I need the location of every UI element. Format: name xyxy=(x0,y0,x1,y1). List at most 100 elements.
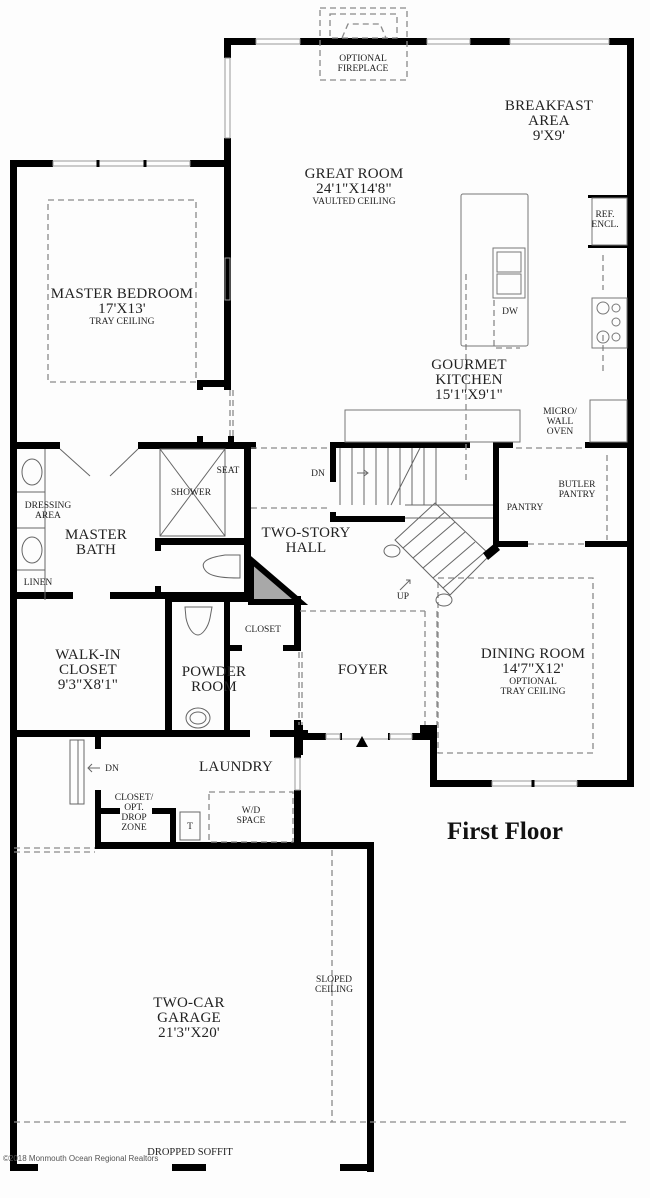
kitchen-fixtures xyxy=(344,193,628,443)
breakfast-area-label: BREAKFAST AREA 9'X9' xyxy=(505,99,593,144)
stairs-up-label: UP xyxy=(397,592,409,602)
great-room-dimensions: 24'1"X14'8" xyxy=(316,181,392,197)
wd-line2: SPACE xyxy=(236,816,266,826)
laundry-name: LAUNDRY xyxy=(199,759,273,775)
drop-line3: DROP xyxy=(121,813,147,823)
garage-label: TWO-CAR GARAGE 21'3"X20' xyxy=(153,996,224,1041)
dressing-line2: AREA xyxy=(35,511,61,521)
dn-text: DN xyxy=(311,469,325,479)
bath-name1: MASTER xyxy=(64,527,128,543)
micro-wall-oven-label: MICRO/ WALL OVEN xyxy=(543,407,577,437)
water-heater-label: T xyxy=(187,822,193,832)
stairs-down-label: DN xyxy=(311,469,325,479)
optional-fireplace-label: OPTIONAL FIREPLACE xyxy=(338,54,389,74)
pantry-text: PANTRY xyxy=(506,503,544,513)
garage-name1: TWO-CAR xyxy=(153,995,225,1011)
laundry-label: LAUNDRY xyxy=(199,760,273,775)
dropped-soffit-label: DROPPED SOFFIT xyxy=(147,1147,232,1158)
bath-name2: BATH xyxy=(76,542,116,558)
ref-line2: ENCL. xyxy=(591,220,619,230)
staircase xyxy=(339,447,493,607)
drop-line1: CLOSET/ xyxy=(114,793,154,803)
two-story-hall-label: TWO-STORY HALL xyxy=(261,526,350,556)
hall-name1: TWO-STORY xyxy=(261,525,351,541)
exterior-walls xyxy=(10,38,634,1172)
fireplace-line1: OPTIONAL xyxy=(339,54,387,64)
bath-fixtures xyxy=(17,448,241,841)
bedroom-name: MASTER BEDROOM xyxy=(50,286,194,302)
breakfast-name1: BREAKFAST xyxy=(504,98,594,114)
dining-name: DINING ROOM xyxy=(480,646,586,662)
powder-name1: POWDER xyxy=(181,664,247,680)
master-bath-label: MASTER BATH xyxy=(65,528,127,558)
closet-text: CLOSET xyxy=(245,625,281,635)
shaded-chase xyxy=(248,553,309,605)
floor-title: First Floor xyxy=(447,818,563,845)
kitchen-name1: GOURMET xyxy=(431,357,507,373)
oven-line3: OVEN xyxy=(546,427,574,437)
great-room-name: GREAT ROOM xyxy=(304,166,404,182)
butler-line1: BUTLER xyxy=(558,480,596,490)
sloped-line2: CEILING xyxy=(315,985,353,995)
closet-dimensions: 9'3"X8'1" xyxy=(57,677,119,693)
sloped-line1: SLOPED xyxy=(316,975,352,985)
windows xyxy=(52,38,610,791)
breakfast-dimensions: 9'X9' xyxy=(532,128,566,144)
seat-text: SEAT xyxy=(216,466,240,476)
butler-line2: PANTRY xyxy=(558,490,596,500)
dressing-line1: DRESSING xyxy=(24,501,72,511)
sloped-ceiling-label: SLOPED CEILING xyxy=(315,975,353,995)
oven-line2: WALL xyxy=(546,417,574,427)
shower-label: SHOWER xyxy=(171,488,211,498)
t-text: T xyxy=(187,822,193,832)
gourmet-kitchen-label: GOURMET KITCHEN 15'1"X9'1" xyxy=(431,358,507,403)
dining-note2: TRAY CEILING xyxy=(500,687,566,697)
foyer-label: FOYER xyxy=(338,663,388,678)
dishwasher-label: DW xyxy=(502,307,518,317)
up-text: UP xyxy=(396,592,410,602)
ref-encl-label: REF. ENCL. xyxy=(591,210,618,230)
bedroom-note: TRAY CEILING xyxy=(89,317,155,327)
ref-line1: REF. xyxy=(595,210,615,220)
garage-dimensions: 21'3"X20' xyxy=(158,1025,220,1041)
great-room-label: GREAT ROOM 24'1"X14'8" VAULTED CEILING xyxy=(304,166,404,208)
fireplace-line2: FIREPLACE xyxy=(337,64,389,74)
walk-in-closet-label: WALK-IN CLOSET 9'3"X8'1" xyxy=(55,648,121,693)
oven-line1: MICRO/ xyxy=(543,407,577,417)
drop-line4: ZONE xyxy=(121,823,147,833)
seat-label: SEAT xyxy=(217,466,240,476)
wd-space-label: W/D SPACE xyxy=(237,806,266,826)
dw-text: DW xyxy=(502,307,518,317)
linen-text: LINEN xyxy=(23,578,53,588)
dashed-lines xyxy=(14,7,630,1123)
shower-text: SHOWER xyxy=(170,488,212,498)
drop-line2: OPT. xyxy=(124,803,144,813)
great-room-note: VAULTED CEILING xyxy=(312,197,396,207)
master-bedroom-label: MASTER BEDROOM 17'X13' TRAY CEILING xyxy=(50,286,194,328)
linen-label: LINEN xyxy=(24,578,53,588)
laundry-stairs-down-label: DN xyxy=(105,764,119,774)
breakfast-name2: AREA xyxy=(528,113,570,129)
dining-dimensions: 14'7"X12' xyxy=(502,661,564,677)
laundry-dn-text: DN xyxy=(105,764,119,774)
hall-name2: HALL xyxy=(285,540,327,556)
powder-room-label: POWDER ROOM xyxy=(182,665,247,695)
dining-room-label: DINING ROOM 14'7"X12' OPTIONAL TRAY CEIL… xyxy=(480,646,586,698)
wd-line1: W/D xyxy=(241,806,261,816)
entry-arrow xyxy=(356,736,368,747)
soffit-text: DROPPED SOFFIT xyxy=(147,1147,233,1158)
dining-note1: OPTIONAL xyxy=(509,677,557,687)
butler-pantry-label: BUTLER PANTRY xyxy=(559,480,596,500)
kitchen-name2: KITCHEN xyxy=(435,372,503,388)
pantry-label: PANTRY xyxy=(507,503,544,513)
bedroom-dimensions: 17'X13' xyxy=(98,301,146,317)
closet-label: CLOSET xyxy=(245,625,281,635)
dressing-area-label: DRESSING AREA xyxy=(25,501,71,521)
closet-drop-zone-label: CLOSET/ OPT. DROP ZONE xyxy=(115,793,154,833)
closet-name2: CLOSET xyxy=(59,662,117,678)
kitchen-dimensions: 15'1"X9'1" xyxy=(435,387,503,403)
garage-name2: GARAGE xyxy=(157,1010,221,1026)
copyright-watermark: ©2018 Monmouth Ocean Regional Realtors xyxy=(3,1154,159,1163)
